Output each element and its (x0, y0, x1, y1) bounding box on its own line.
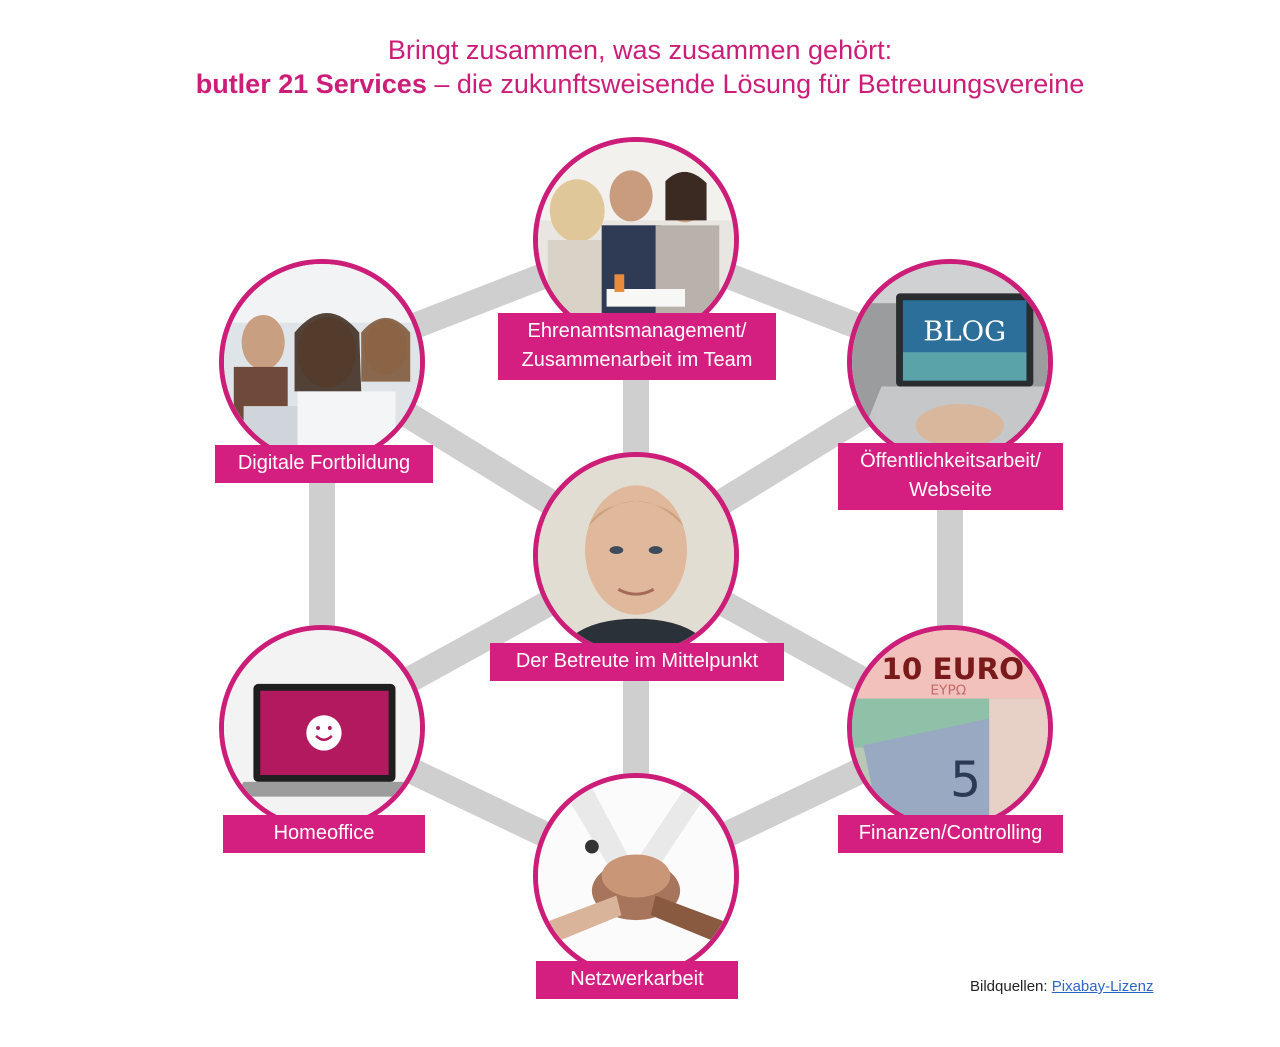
label-team: Ehrenamtsmanagement/ Zusammenarbeit im T… (498, 313, 776, 380)
label-homeoffice: Homeoffice (223, 815, 425, 853)
team-meeting-image (538, 142, 734, 338)
node-finance-photo: 10 EURO ΕΥΡΩ 5 (847, 625, 1053, 831)
training-image (224, 264, 420, 460)
label-team-line1: Ehrenamtsmanagement/ (527, 320, 747, 342)
label-publicity-line2: Webseite (908, 479, 992, 501)
label-network: Netzwerkarbeit (536, 961, 738, 999)
label-publicity-line1: Öffentlichkeitsarbeit/ (860, 450, 1041, 472)
homeoffice-laptop-image (224, 630, 420, 826)
node-training-photo (219, 259, 425, 465)
label-training: Digitale Fortbildung (215, 445, 433, 483)
blog-laptop-image: BLOG (852, 264, 1048, 460)
banknote-10-text: 10 EURO (881, 652, 1024, 686)
image-credit: Bildquellen: Pixabay-Lizenz (970, 978, 1153, 995)
node-homeoffice-photo (219, 625, 425, 831)
smiley-logo-icon (306, 715, 342, 751)
blog-text: BLOG (923, 316, 1006, 347)
credit-prefix: Bildquellen: (970, 978, 1052, 995)
label-publicity: Öffentlichkeitsarbeit/ Webseite (838, 443, 1063, 510)
title-brand: butler 21 Services (195, 69, 427, 99)
euro-banknotes-image: 10 EURO ΕΥΡΩ 5 (852, 630, 1048, 826)
node-network-photo (533, 773, 739, 979)
label-finance: Finanzen/Controlling (838, 815, 1063, 853)
pixabay-license-link[interactable]: Pixabay-Lizenz (1051, 978, 1154, 995)
title-rest: – die zukunftsweisende Lösung für Betreu… (426, 69, 1085, 99)
title-line-2: butler 21 Services – die zukunftsweisend… (0, 66, 1280, 102)
banknote-5-text: 5 (950, 752, 981, 809)
node-center-portrait (533, 452, 739, 658)
title-line-1: Bringt zusammen, was zusammen gehört: (387, 35, 893, 65)
portrait-image (538, 457, 734, 653)
stacked-hands-image (538, 778, 734, 974)
label-center: Der Betreute im Mittelpunkt (490, 643, 784, 681)
node-blog-photo: BLOG (847, 259, 1053, 465)
banknote-greek-text: ΕΥΡΩ (930, 683, 966, 699)
label-team-line2: Zusammenarbeit im Team (521, 349, 753, 371)
